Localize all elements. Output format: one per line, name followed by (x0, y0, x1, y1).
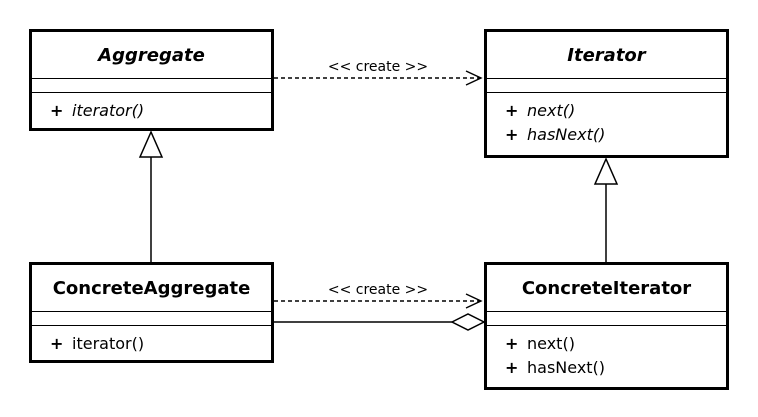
visibility-marker: + (505, 101, 519, 120)
operation-signature: iterator() (72, 101, 145, 120)
class-name: Iterator (567, 44, 646, 66)
operation-next: + next() (505, 99, 726, 123)
create-stereotype-label: << create >> (328, 59, 428, 75)
operations-compartment: + iterator() (32, 93, 271, 123)
attributes-compartment (32, 78, 271, 93)
operation-signature: next() (527, 101, 576, 120)
operation-iterator: + iterator() (50, 332, 271, 356)
inheritance-triangle (593, 157, 619, 185)
generalization-concrete-aggregate (138, 130, 164, 262)
attributes-compartment (32, 311, 271, 326)
aggregation-association (274, 313, 486, 331)
operation-signature: next() (527, 334, 575, 353)
class-aggregate: Aggregate + iterator() (29, 29, 274, 131)
visibility-marker: + (50, 334, 64, 353)
attributes-compartment (487, 78, 726, 93)
class-concrete-aggregate: ConcreteAggregate + iterator() (29, 262, 274, 363)
inheritance-triangle (138, 130, 164, 158)
operation-next: + next() (505, 332, 726, 356)
class-concrete-iterator: ConcreteIterator + next() + hasNext() (484, 262, 729, 390)
operation-signature: iterator() (72, 334, 145, 353)
class-name: Aggregate (98, 44, 205, 66)
class-iterator: Iterator + next() + hasNext() (484, 29, 729, 158)
operation-has-next: + hasNext() (505, 123, 726, 147)
aggregation-diamond (450, 313, 486, 331)
operation-has-next: + hasNext() (505, 356, 726, 380)
dependency-aggregate-iterator: << create >> (274, 59, 483, 86)
visibility-marker: + (505, 125, 519, 144)
operations-compartment: + next() + hasNext() (487, 326, 726, 380)
operation-iterator: + iterator() (50, 99, 271, 123)
attributes-compartment (487, 311, 726, 326)
visibility-marker: + (505, 358, 519, 377)
operations-compartment: + next() + hasNext() (487, 93, 726, 147)
generalization-concrete-iterator (593, 157, 619, 262)
operations-compartment: + iterator() (32, 326, 271, 356)
class-name: ConcreteIterator (521, 277, 692, 299)
dependency-concrete-aggregate-concrete-iterator: << create >> (274, 282, 483, 309)
create-stereotype-label: << create >> (328, 282, 428, 298)
operation-signature: hasNext() (527, 125, 606, 144)
visibility-marker: + (50, 101, 64, 120)
operation-signature: hasNext() (527, 358, 606, 377)
visibility-marker: + (505, 334, 519, 353)
class-name: ConcreteAggregate (52, 277, 251, 299)
